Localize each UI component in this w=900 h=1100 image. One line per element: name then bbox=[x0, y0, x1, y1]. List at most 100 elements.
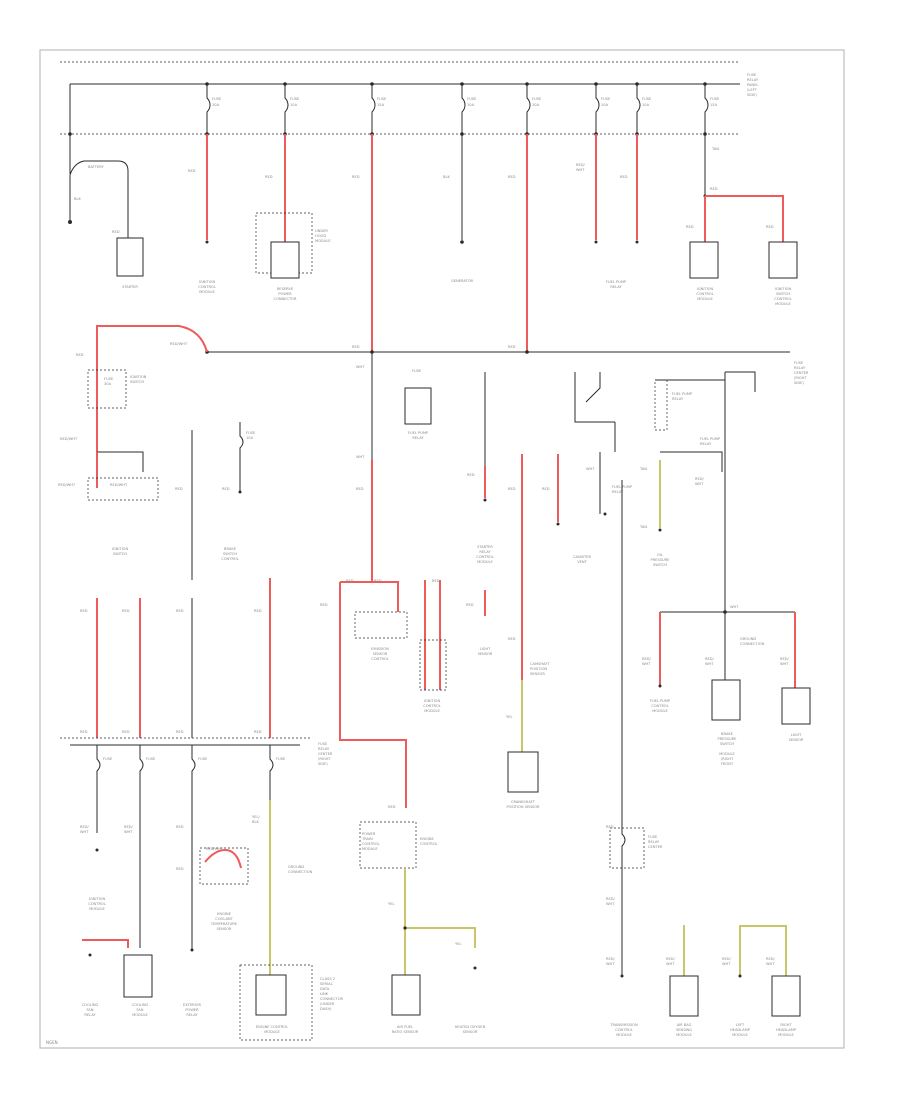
svg-text:FUSE: FUSE bbox=[412, 369, 422, 373]
svg-text:UNDER: UNDER bbox=[315, 229, 328, 233]
svg-text:SIDE): SIDE) bbox=[318, 762, 328, 766]
svg-text:WHT: WHT bbox=[356, 365, 365, 369]
svg-text:BATTERY: BATTERY bbox=[88, 165, 105, 169]
svg-text:10A: 10A bbox=[212, 103, 220, 107]
col-generator: BLK GENERATOR bbox=[443, 134, 474, 283]
svg-text:FUSE: FUSE bbox=[318, 742, 328, 746]
svg-text:RED: RED bbox=[122, 730, 130, 734]
svg-text:POWER: POWER bbox=[185, 1008, 199, 1012]
svg-text:FUSE: FUSE bbox=[212, 97, 222, 101]
svg-text:HEATED OXYGEN: HEATED OXYGEN bbox=[455, 1025, 486, 1029]
svg-text:BLK: BLK bbox=[252, 820, 259, 824]
svg-text:CONTROL: CONTROL bbox=[774, 297, 792, 301]
svg-text:CANISTER: CANISTER bbox=[573, 555, 591, 559]
svg-text:CENTER: CENTER bbox=[318, 752, 333, 756]
svg-text:DASH): DASH) bbox=[320, 1007, 332, 1011]
svg-text:WHT: WHT bbox=[586, 467, 595, 471]
svg-text:BRAKE: BRAKE bbox=[721, 732, 734, 736]
svg-text:LIGHT: LIGHT bbox=[791, 733, 803, 737]
svg-text:OIL: OIL bbox=[657, 553, 663, 557]
svg-text:TEMPERATURE: TEMPERATURE bbox=[210, 922, 238, 926]
svg-text:EXTERIOR: EXTERIOR bbox=[183, 1003, 202, 1007]
svg-text:ENGINE: ENGINE bbox=[420, 837, 434, 841]
svg-text:RELAY: RELAY bbox=[672, 397, 684, 401]
svg-text:IGNITION: IGNITION bbox=[112, 547, 129, 551]
svg-text:MODULE: MODULE bbox=[732, 1033, 748, 1037]
svg-text:COOLANT: COOLANT bbox=[215, 917, 233, 921]
svg-text:MODULE: MODULE bbox=[778, 1033, 794, 1037]
svg-text:10A: 10A bbox=[532, 103, 540, 107]
svg-text:HOOD: HOOD bbox=[315, 234, 326, 238]
svg-text:CONNECTOR: CONNECTOR bbox=[273, 297, 297, 301]
svg-text:RED/: RED/ bbox=[124, 825, 134, 829]
svg-text:STARTER: STARTER bbox=[122, 285, 138, 289]
svg-text:CONNECTION: CONNECTION bbox=[740, 642, 765, 646]
svg-text:WHT: WHT bbox=[356, 455, 365, 459]
svg-text:FUSE: FUSE bbox=[104, 377, 114, 381]
svg-text:RED: RED bbox=[76, 353, 84, 357]
svg-text:SENSOR: SENSOR bbox=[463, 1030, 478, 1034]
svg-text:FAN: FAN bbox=[87, 1008, 94, 1012]
svg-text:RED/: RED/ bbox=[722, 957, 732, 961]
svg-text:MODULE: MODULE bbox=[264, 1030, 280, 1034]
svg-text:CONTROL: CONTROL bbox=[423, 704, 441, 708]
svg-text:POWER: POWER bbox=[362, 832, 376, 836]
svg-text:30A: 30A bbox=[104, 382, 112, 386]
svg-text:WHT: WHT bbox=[695, 482, 704, 486]
svg-text:RED: RED bbox=[254, 730, 262, 734]
svg-text:RED/WHT: RED/WHT bbox=[170, 342, 188, 346]
svg-text:LIGHT: LIGHT bbox=[480, 647, 492, 651]
svg-text:FUSE: FUSE bbox=[377, 97, 387, 101]
svg-text:PRESSURE: PRESSURE bbox=[718, 737, 738, 741]
svg-text:CRANKSHAFT: CRANKSHAFT bbox=[511, 800, 536, 804]
svg-text:WHT: WHT bbox=[606, 902, 615, 906]
svg-text:FUEL PUMP: FUEL PUMP bbox=[408, 431, 429, 435]
svg-text:YEL/: YEL/ bbox=[252, 815, 260, 819]
svg-text:(UNDER: (UNDER bbox=[320, 1002, 335, 1006]
svg-text:CONTROL: CONTROL bbox=[221, 557, 239, 561]
svg-text:MODULE: MODULE bbox=[719, 752, 735, 756]
svg-text:POSITION: POSITION bbox=[530, 667, 547, 671]
svg-text:PRESSURE: PRESSURE bbox=[651, 558, 671, 562]
svg-text:CONTROL: CONTROL bbox=[362, 842, 380, 846]
svg-text:YEL: YEL bbox=[506, 715, 512, 719]
svg-text:MODULE: MODULE bbox=[676, 1033, 692, 1037]
svg-text:PANEL: PANEL bbox=[747, 83, 758, 87]
svg-text:RED/: RED/ bbox=[80, 825, 90, 829]
svg-text:MODULE: MODULE bbox=[424, 709, 440, 713]
svg-text:RED/: RED/ bbox=[576, 163, 586, 167]
svg-text:WHT: WHT bbox=[705, 662, 714, 666]
svg-text:MODULE: MODULE bbox=[199, 290, 215, 294]
svg-text:TAN: TAN bbox=[639, 525, 647, 529]
svg-text:EMISSION: EMISSION bbox=[371, 647, 389, 651]
svg-text:RED: RED bbox=[352, 175, 360, 179]
svg-text:RELAY: RELAY bbox=[648, 840, 660, 844]
svg-text:FUSE: FUSE bbox=[246, 431, 256, 435]
svg-text:WHT: WHT bbox=[642, 662, 651, 666]
bottom-center-left-components: RED RED/WHT RED ENGINECOOLANTTEMPERATURE… bbox=[176, 800, 249, 1017]
svg-text:RELAY: RELAY bbox=[412, 436, 424, 440]
svg-text:CONTROL: CONTROL bbox=[88, 902, 106, 906]
svg-text:SENSOR: SENSOR bbox=[373, 652, 388, 656]
svg-text:LINK: LINK bbox=[320, 992, 329, 996]
svg-text:RED: RED bbox=[388, 805, 396, 809]
svg-text:RED/: RED/ bbox=[606, 957, 616, 961]
svg-text:CAMSHAFT: CAMSHAFT bbox=[530, 662, 551, 666]
svg-text:SWITCH: SWITCH bbox=[223, 552, 237, 556]
svg-text:FRONT: FRONT bbox=[721, 762, 734, 766]
svg-text:FUSE: FUSE bbox=[467, 97, 477, 101]
svg-text:FUSE: FUSE bbox=[198, 757, 208, 761]
svg-text:15A: 15A bbox=[377, 103, 385, 107]
svg-text:SWITCH: SWITCH bbox=[113, 552, 127, 556]
svg-text:RED: RED bbox=[175, 487, 183, 491]
svg-text:WHT: WHT bbox=[722, 962, 731, 966]
